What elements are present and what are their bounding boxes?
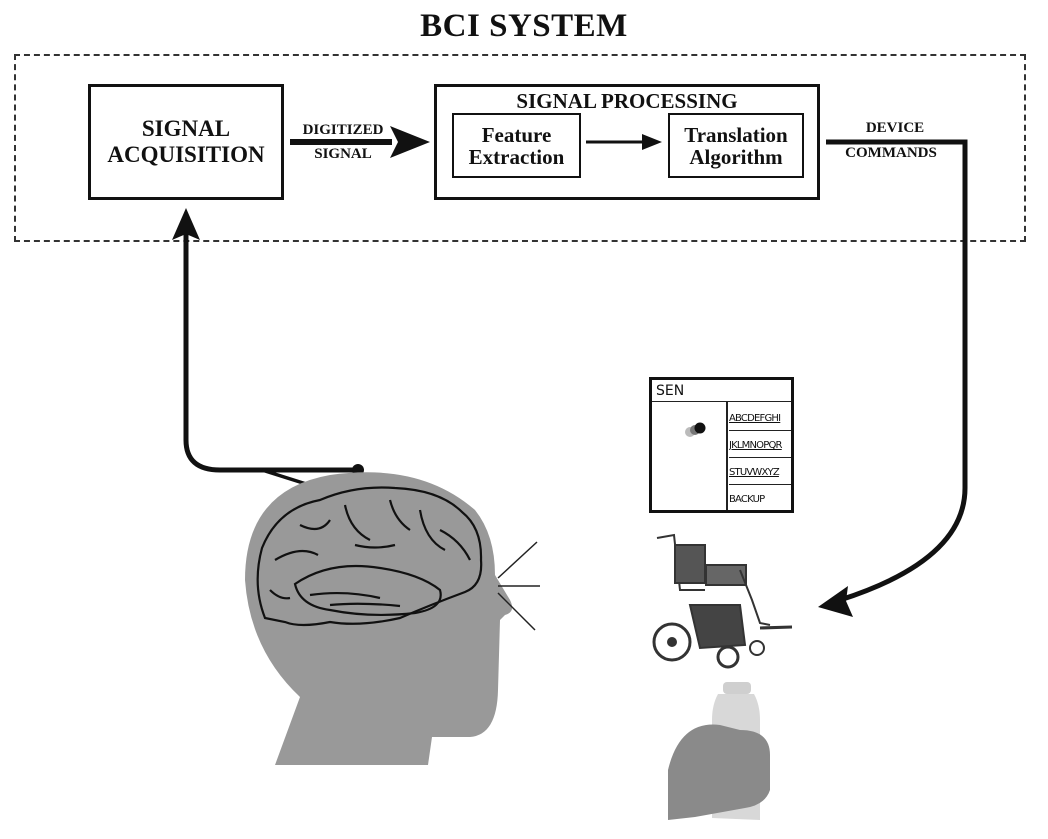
signal-acquisition-line1: SIGNAL — [141, 116, 231, 141]
wheelchair-icon — [652, 533, 793, 669]
commands-label: COMMANDS — [845, 145, 937, 161]
signal-processing-title: SIGNAL PROCESSING — [516, 89, 738, 113]
digitized-signal-arrow — [290, 126, 430, 158]
visual-stimulus-icon — [497, 541, 540, 631]
feature-to-translation-arrow — [586, 134, 662, 150]
speller-option[interactable]: JKLMNOPQR — [729, 431, 791, 458]
translation-algorithm-line1: Translation — [684, 122, 788, 147]
screen-column-divider — [726, 401, 728, 510]
signal-acquisition-line2: ACQUISITION — [107, 142, 265, 167]
spelled-text: SEN — [656, 383, 685, 399]
speller-option[interactable]: BACKUP — [729, 494, 765, 505]
translation-algorithm-line2: Algorithm — [689, 144, 783, 169]
signal-label: SIGNAL — [314, 146, 372, 162]
speller-option[interactable]: STUVWXYZ — [729, 458, 791, 485]
translation-algorithm-block: Translation Algorithm — [668, 113, 804, 178]
bottle-in-hand-icon — [668, 682, 770, 820]
bci-system-boundary — [14, 54, 1026, 242]
diagram-title: BCI SYSTEM — [420, 8, 628, 44]
screen-divider — [652, 401, 791, 402]
feature-extraction-block: Feature Extraction — [452, 113, 581, 178]
cursor-icon — [685, 422, 706, 437]
feature-extraction-line1: Feature — [481, 122, 552, 147]
device-label: DEVICE — [865, 120, 925, 136]
device-commands-arrow — [818, 139, 968, 617]
speller-option[interactable]: ABCDEFGHI — [729, 404, 791, 431]
brain-icon — [256, 486, 483, 627]
brain-signal-arrow — [172, 208, 388, 514]
speller-screen: SEN ABCDEFGHI JKLMNOPQR STUVWXYZ BACKUP — [649, 377, 794, 513]
feature-extraction-line2: Extraction — [468, 144, 565, 169]
digitized-label: DIGITIZED — [302, 122, 384, 138]
signal-acquisition-block: SIGNAL ACQUISITION — [88, 84, 284, 200]
